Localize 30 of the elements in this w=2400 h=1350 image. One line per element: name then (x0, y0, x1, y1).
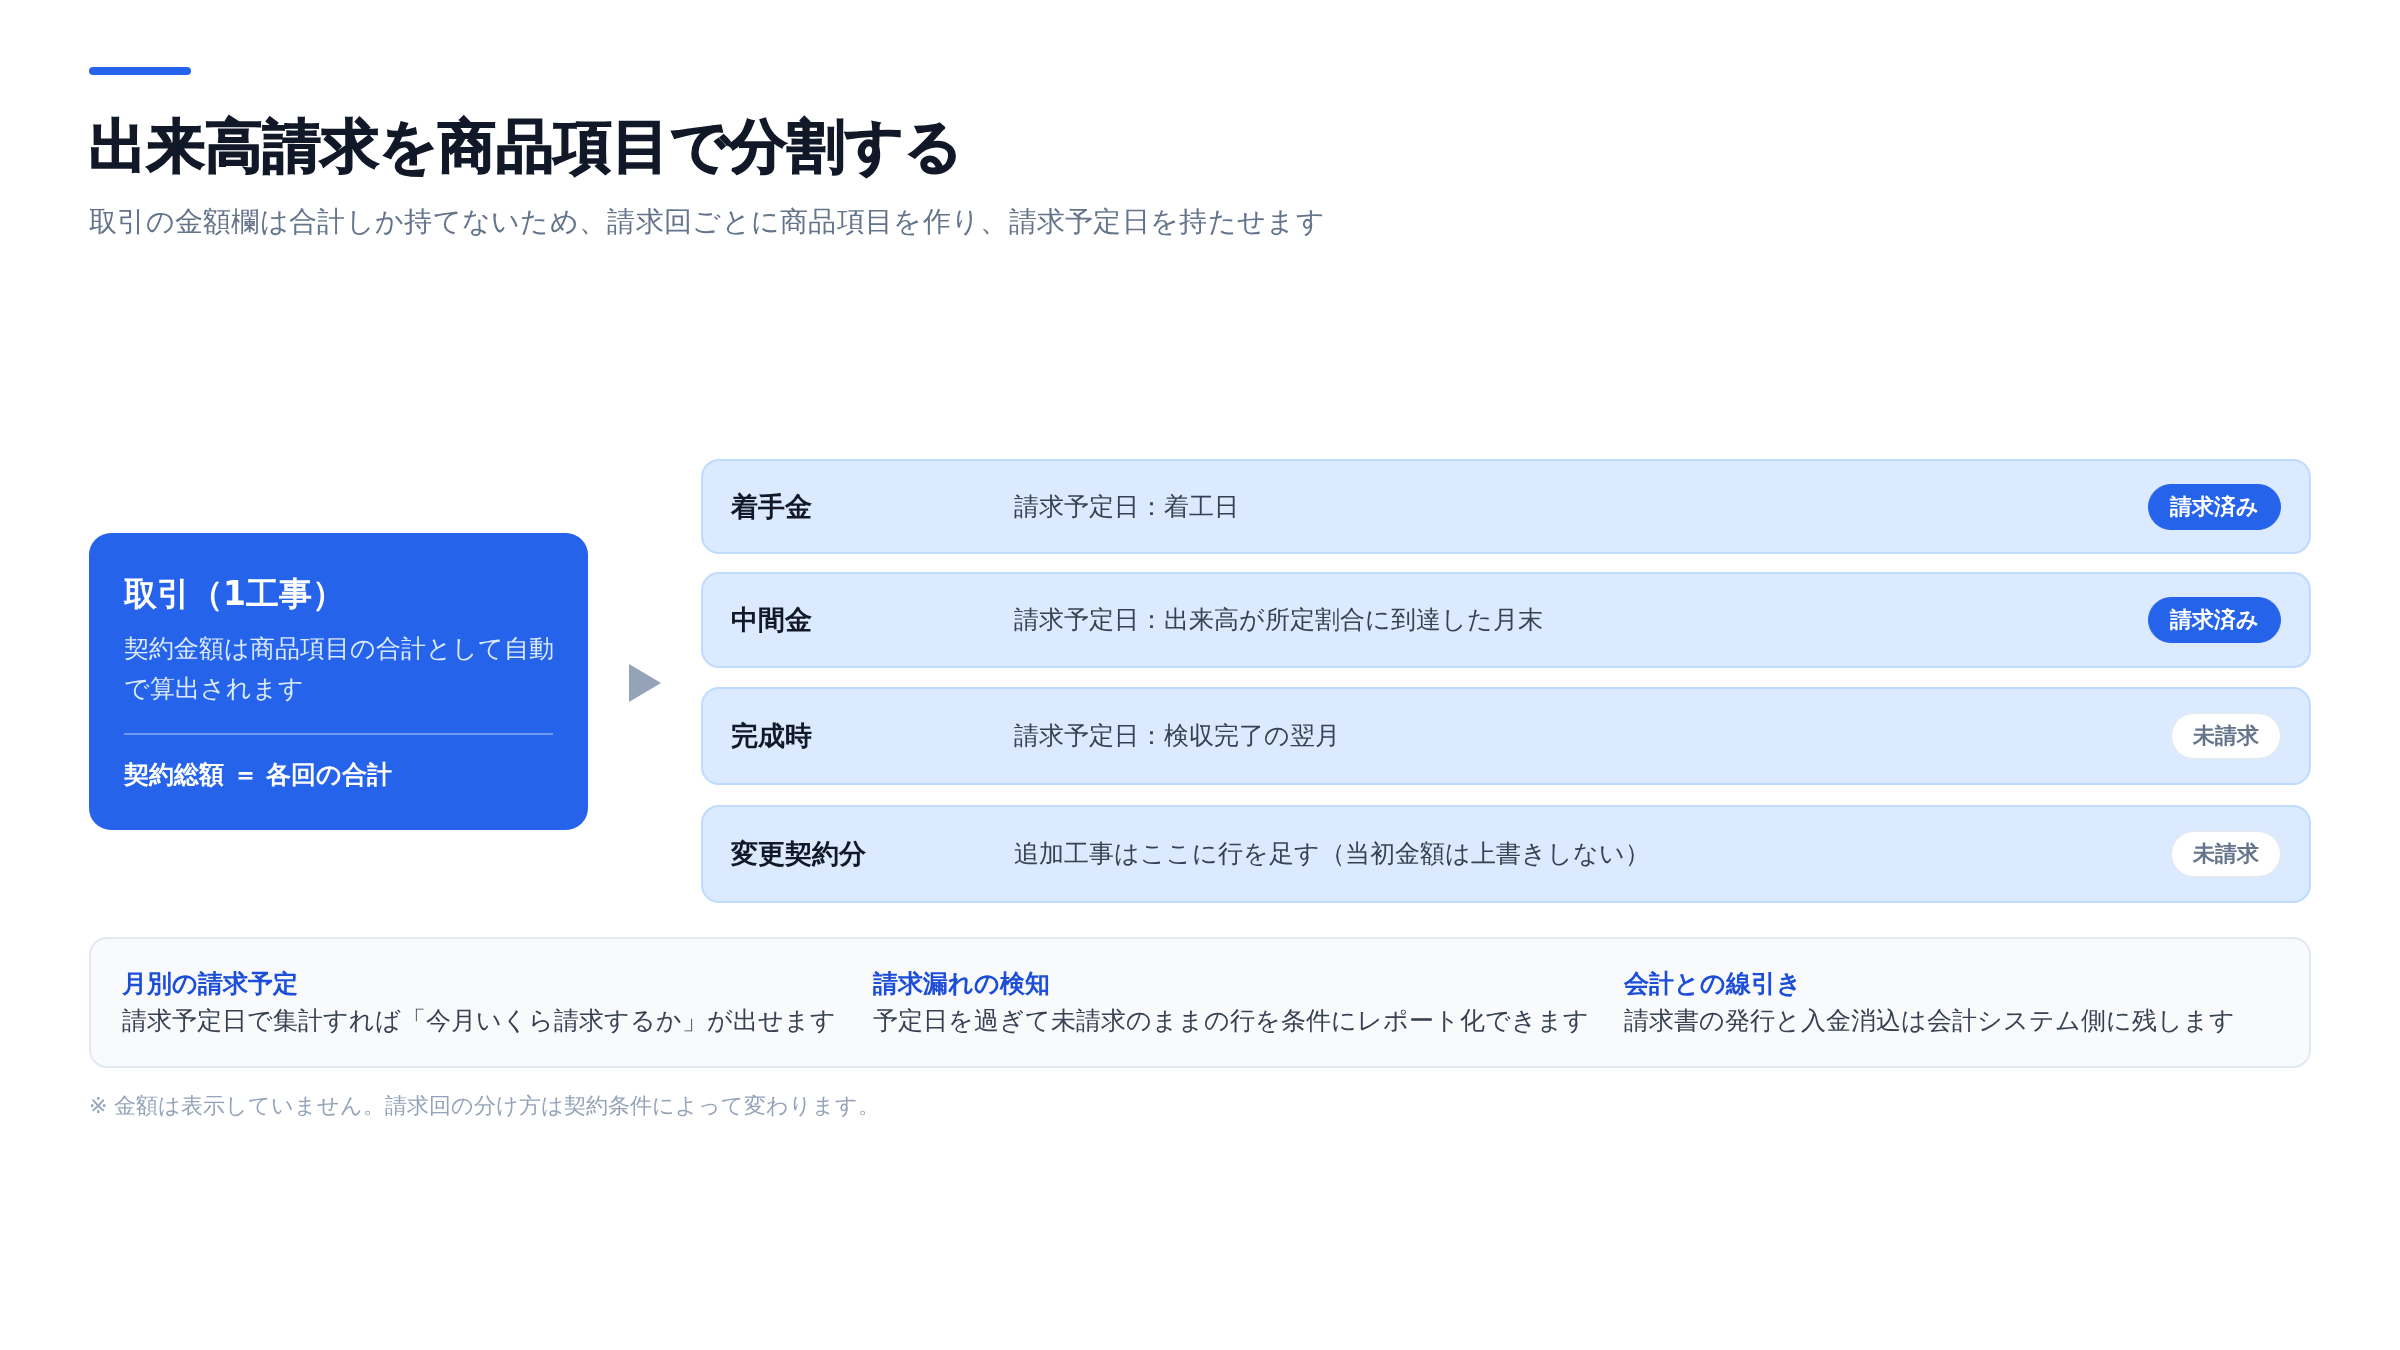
note-text: 予定日を過ぎて未請求のままの行を条件にレポート化できます (873, 1005, 1589, 1037)
notes-panel (89, 937, 2311, 1068)
footnote: ※ 金額は表示していません。請求回の分け方は契約条件によって変わります。 (89, 1092, 881, 1120)
deal-card (89, 533, 588, 830)
line-item-row (701, 459, 2311, 554)
status-badge: 未請求 (2171, 713, 2281, 759)
total-formula: 契約総額 ＝ 各回の合計 (124, 759, 393, 791)
item-name: 着手金 (731, 489, 812, 524)
line-item-row (701, 805, 2311, 903)
billing-date-text: 請求予定日：着工日 (1014, 490, 1239, 523)
note-text: 請求書の発行と入金消込は会計システム側に残します (1624, 1005, 2235, 1037)
card-description: 契約金額は商品項目の合計として自動で算出されます (124, 633, 555, 705)
status-badge: 請求済み (2148, 597, 2281, 643)
billing-date-text: 請求予定日：出来高が所定割合に到達した月末 (1014, 604, 1543, 636)
status-badge: 請求済み (2148, 483, 2281, 530)
line-item-row (701, 572, 2311, 668)
line-item-row (701, 687, 2311, 785)
card-heading: 取引（1工事） (124, 573, 345, 615)
item-name: 中間金 (731, 603, 812, 637)
item-name: 変更契約分 (731, 837, 866, 871)
item-name: 完成時 (731, 719, 812, 753)
note-heading: 請求漏れの検知 (873, 968, 1050, 1000)
note-heading: 月別の請求予定 (122, 968, 298, 1000)
billing-date-text: 追加工事はここに行を足す（当初金額は上書きしない） (1014, 838, 1650, 870)
title: 出来高請求を商品項目で分割する (89, 111, 963, 182)
subtitle: 取引の金額欄は合計しか持てないため、請求回ごとに商品項目を作り、請求予定日を持たせます (89, 204, 1325, 240)
note-text: 請求予定日で集計すれば「今月いくら請求するか」が出せます (122, 1005, 836, 1037)
note-heading: 会計との線引き (1624, 968, 1802, 1000)
status-badge: 未請求 (2171, 831, 2281, 877)
billing-date-text: 請求予定日：検収完了の翌月 (1014, 720, 1340, 752)
